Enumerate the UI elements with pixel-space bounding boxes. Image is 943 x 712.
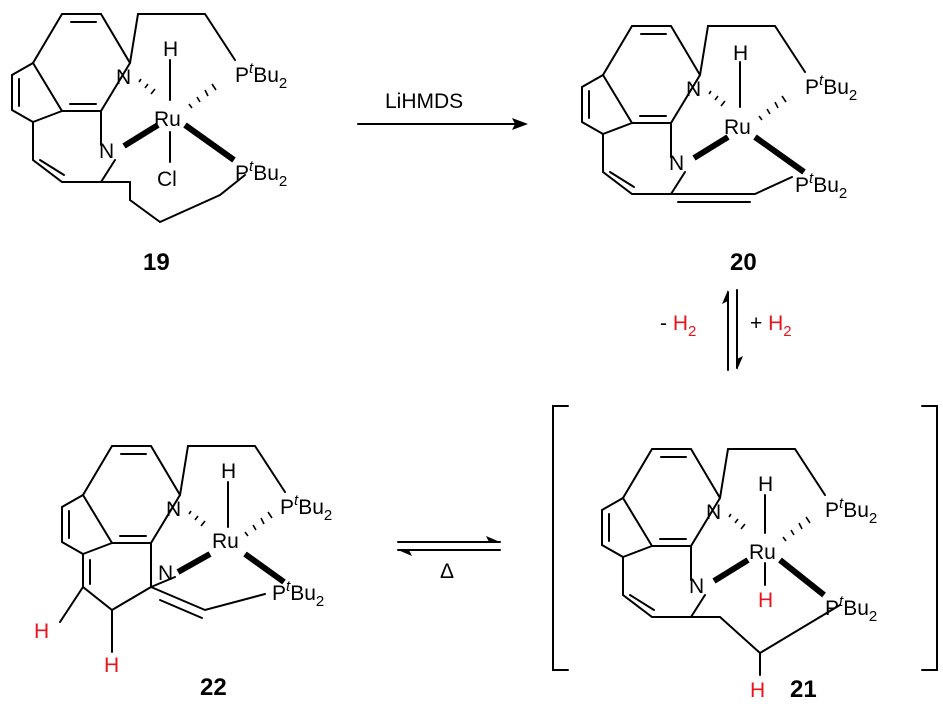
nitrogen-1-19: N <box>116 66 131 89</box>
nitrogen-2-21: N <box>689 575 704 598</box>
methine-h-21: H <box>750 679 765 702</box>
hydride-20: H <box>733 42 748 65</box>
phosphine-1-21: PtBu2 <box>825 495 877 527</box>
hash-bond-n-ru-21 <box>728 513 746 530</box>
nitrogen-2-22: N <box>158 562 173 585</box>
compound-label-20: 20 <box>730 249 757 276</box>
phosphine-1-22: PtBu2 <box>280 492 332 524</box>
hash-bond-ru-p-21 <box>782 516 811 542</box>
nitrogen-1-21: N <box>706 501 721 524</box>
hash-bond-n-ru-22 <box>188 510 206 527</box>
hydride-19: H <box>163 38 178 61</box>
intermediate-brackets <box>552 405 938 671</box>
hash-bond-ru-p-19 <box>188 83 217 109</box>
equilibrium-h2: - H2 + H2 <box>660 289 792 371</box>
compound-label-22: 22 <box>200 674 227 701</box>
hydride-bottom-21: H <box>758 589 773 612</box>
ruthenium-21: Ru <box>749 541 776 564</box>
chloride-19: Cl <box>157 168 177 191</box>
compound-21: N N H Ru H H PtBu2 PtBu2 21 <box>601 448 877 703</box>
phosphine-2-20: PtBu2 <box>795 170 847 202</box>
hash-bond-ru-p-22 <box>244 511 273 537</box>
phosphine-2-22: PtBu2 <box>272 578 324 610</box>
plus-h2-label: + H2 <box>750 312 792 340</box>
hydride-22: H <box>221 460 236 483</box>
ruthenium-22: Ru <box>212 530 239 553</box>
compound-22: N N H Ru H H PtBu2 PtBu2 22 <box>34 445 332 701</box>
reagent-lihmds: LiHMDS <box>385 90 463 113</box>
reaction-arrow-lihmds: LiHMDS <box>357 90 528 130</box>
compound-label-19: 19 <box>143 249 170 276</box>
nitrogen-2-20: N <box>669 152 684 175</box>
ruthenium-20: Ru <box>724 116 751 139</box>
nitrogen-1-20: N <box>686 78 701 101</box>
added-h-b-22: H <box>104 654 119 677</box>
phosphine-2-21: PtBu2 <box>825 593 877 625</box>
heat-label: Δ <box>440 560 454 583</box>
compound-20: N N H Ru PtBu2 PtBu2 20 <box>581 25 857 276</box>
phosphine-1-20: PtBu2 <box>805 72 857 104</box>
nitrogen-1-22: N <box>166 498 181 521</box>
compound-label-21: 21 <box>790 676 817 703</box>
hydride-top-21: H <box>758 473 773 496</box>
compound-19: N N H Ru Cl PtBu2 PtBu2 19 <box>11 13 287 276</box>
minus-h2-label: - H2 <box>660 312 696 340</box>
hash-bond-ru-p-20 <box>758 95 787 121</box>
phosphine-2-19: PtBu2 <box>235 158 287 190</box>
equilibrium-delta: Δ <box>397 536 501 583</box>
ruthenium-19: Ru <box>154 108 181 131</box>
hash-bond-n-ru-20 <box>708 90 726 107</box>
hash-bond-n-ru-19 <box>138 78 156 95</box>
nitrogen-2-19: N <box>99 140 114 163</box>
added-h-a-22: H <box>34 620 49 643</box>
phosphine-1-19: PtBu2 <box>235 60 287 92</box>
